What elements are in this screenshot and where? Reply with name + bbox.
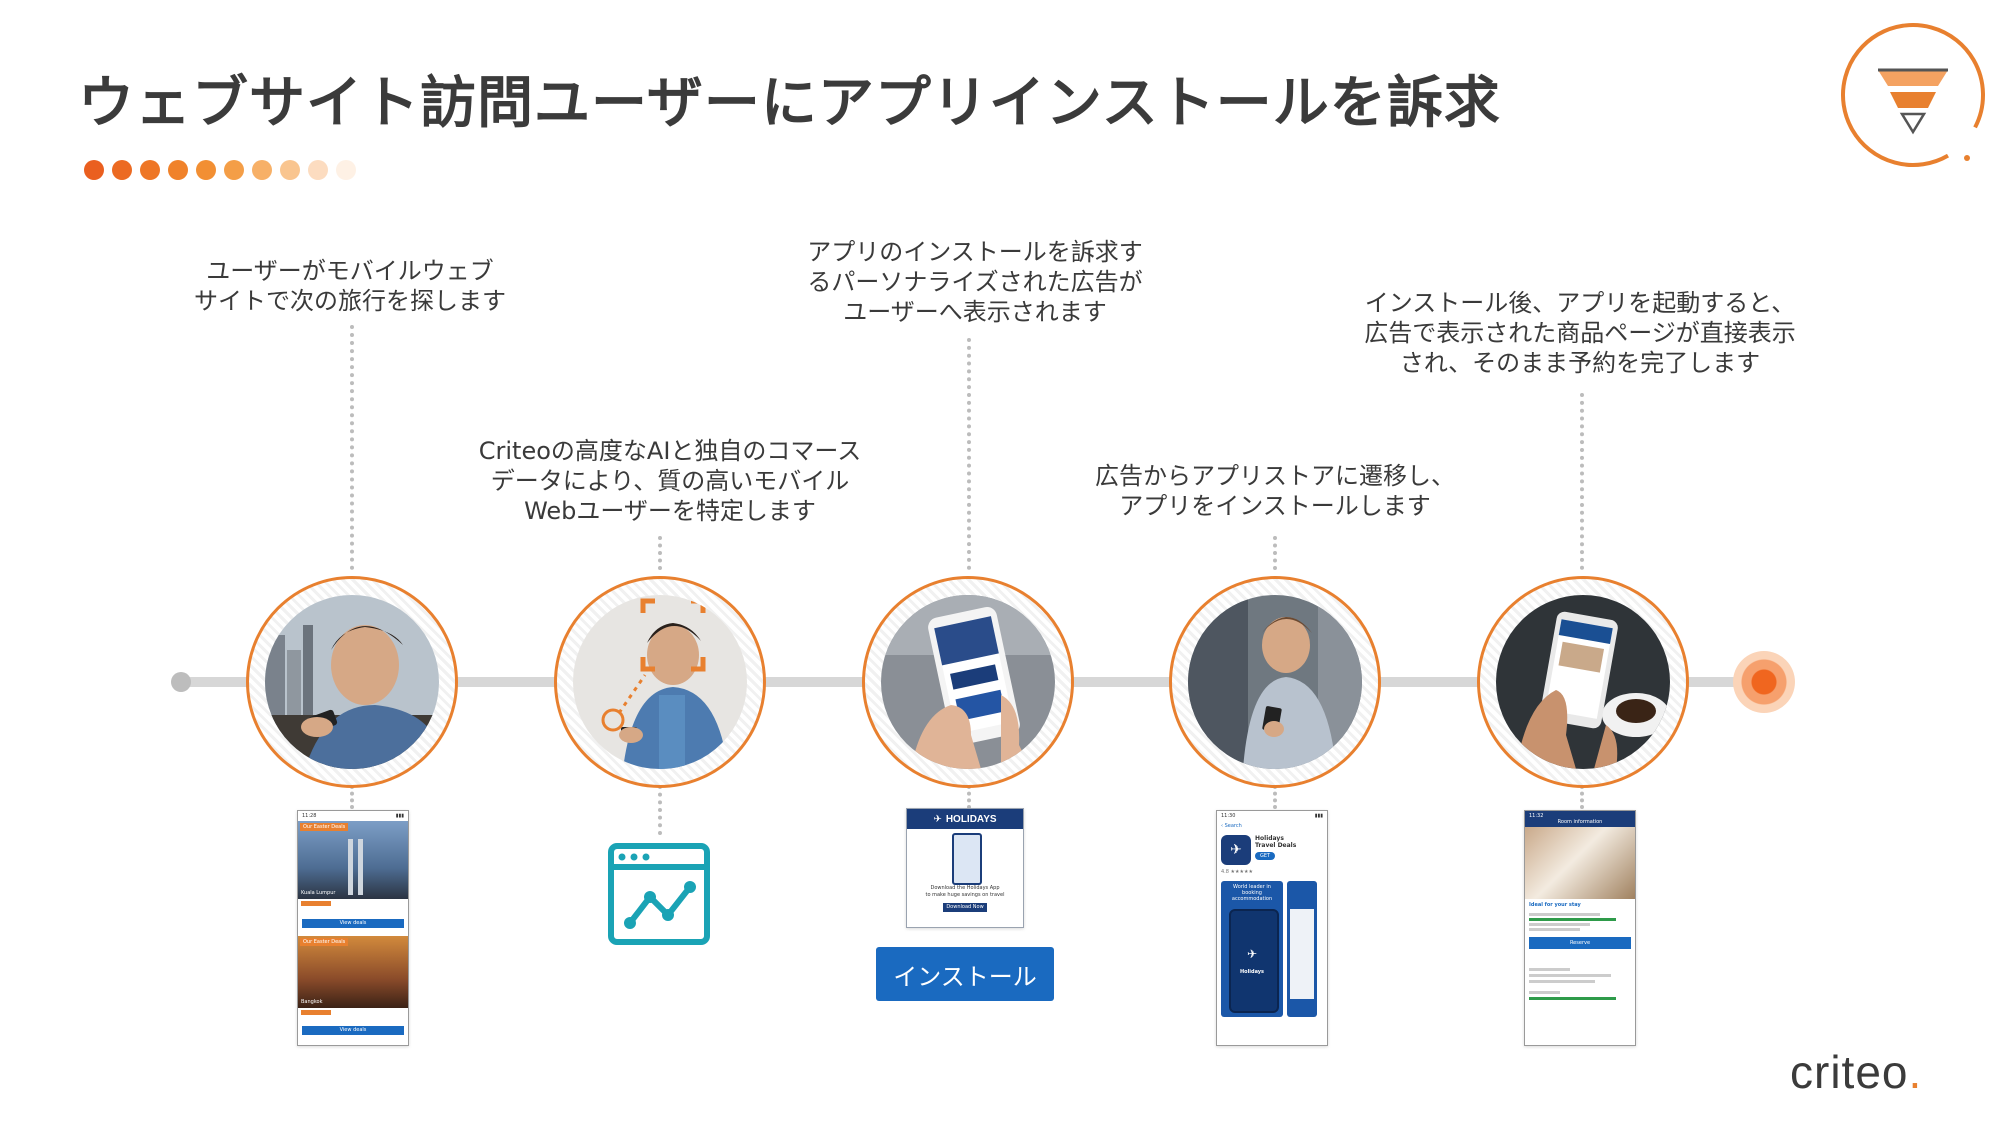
timeline-end-dot [1733, 651, 1795, 713]
preview-text: World leader in booking accommodation [1231, 884, 1273, 902]
caption-line: るパーソナライズされた広告が [807, 268, 1143, 296]
step-4-caption: 広告からアプリストアに遷移し、 アプリをインストールします [1055, 461, 1495, 521]
app-preview-shot [1287, 881, 1317, 1017]
deal-banner: Our Easter Deals [300, 938, 349, 946]
caption-line: ユーザーへ表示されます [843, 298, 1107, 326]
ad-text-line: Download the Holidays App [930, 885, 1000, 891]
connector-line [1580, 393, 1584, 570]
view-deals-button[interactable]: View deals [302, 1026, 404, 1035]
slide-title: ウェブサイト訪問ユーザーにアプリインストールを訴求 [78, 71, 1501, 136]
kuala-lumpur-image: Our Easter Deals Kuala Lumpur [298, 821, 408, 899]
app-store-screenshot: 11:30 ▮▮▮ ‹ Search ✈ Holidays Travel Dea… [1216, 810, 1328, 1046]
connector-line [658, 785, 662, 835]
caption-line: インストール後、アプリを起動すると、 [1364, 289, 1796, 317]
connector-line [1580, 785, 1584, 809]
person-walking-with-phone-illustration [1188, 595, 1362, 769]
step-1-caption: ユーザーがモバイルウェブ サイトで次の旅行を探します [180, 256, 520, 316]
caption-line: 広告からアプリストアに遷移し、 [1095, 462, 1455, 490]
progress-dot [336, 160, 356, 180]
progress-dot [84, 160, 104, 180]
funnel-icon [1841, 23, 1985, 167]
step-3-photo [862, 576, 1074, 788]
step-5-photo [1477, 576, 1689, 788]
step-4-photo [1169, 576, 1381, 788]
progress-dots [84, 160, 356, 180]
plane-icon: ✈ [1246, 947, 1258, 961]
status-time: 11:30 [1221, 813, 1236, 819]
section-title: Ideal for your stay [1529, 902, 1581, 908]
back-link[interactable]: Search [1224, 823, 1242, 829]
caption-line: サイトで次の旅行を探します [194, 287, 506, 315]
criteo-logo: criteo. [1790, 1045, 1922, 1099]
progress-dot [308, 160, 328, 180]
step-3-caption: アプリのインストールを訴求す るパーソナライズされた広告が ユーザーへ表示されま… [775, 237, 1175, 327]
hand-holding-phone-illustration [881, 595, 1055, 769]
city-label: Kuala Lumpur [301, 890, 336, 896]
connector-line [1273, 785, 1277, 809]
caption-line: ユーザーがモバイルウェブ [206, 257, 494, 285]
caption-line: アプリをインストールします [1119, 492, 1431, 520]
caption-line: Criteoの高度なAIと独自のコマース [478, 437, 862, 465]
caption-line: され、そのまま予約を完了します [1399, 349, 1761, 377]
caption-line: 広告で表示された商品ページが直接表示 [1364, 319, 1796, 347]
progress-dot [112, 160, 132, 180]
ad-text-line: to make huge savings on travel [925, 892, 1005, 898]
person-using-phone-illustration [265, 595, 439, 769]
view-deals-button[interactable]: View deals [302, 919, 404, 928]
progress-dot [280, 160, 300, 180]
bangkok-image: Our Easter Deals Bangkok [298, 936, 408, 1008]
connector-line [658, 536, 662, 570]
download-now-button[interactable]: Download Now [943, 903, 987, 912]
person-targeted-illustration [573, 595, 747, 769]
install-button[interactable]: インストール [876, 947, 1054, 1001]
progress-dot [140, 160, 160, 180]
progress-dot [168, 160, 188, 180]
progress-dot [252, 160, 272, 180]
connector-line [1273, 536, 1277, 570]
step-2-caption: Criteoの高度なAIと独自のコマース データにより、質の高いモバイル Web… [450, 436, 890, 526]
connector-line [967, 785, 971, 809]
connector-line [967, 338, 971, 570]
progress-dot [196, 160, 216, 180]
analytics-chart-icon [608, 843, 710, 945]
deal-banner: Our Easter Deals [300, 823, 349, 831]
app-subtitle: Travel Deals [1255, 842, 1297, 849]
app-name: Holidays [1255, 835, 1284, 842]
criteo-wordmark: criteo [1790, 1046, 1909, 1098]
step-1-photo [246, 576, 458, 788]
step-2-photo [554, 576, 766, 788]
timeline-start-dot [171, 672, 191, 692]
signal-icon: ▮▮▮ [395, 813, 404, 819]
rating-value: 4.8 [1221, 869, 1229, 875]
reserve-button[interactable]: Reserve [1529, 937, 1631, 949]
plane-icon: ✈ [933, 813, 942, 825]
phone-mockup [952, 833, 982, 885]
progress-dot [224, 160, 244, 180]
caption-line: アプリのインストールを訴求す [807, 238, 1143, 266]
room-photo [1525, 827, 1635, 899]
status-time: 11:32 [1529, 813, 1544, 819]
status-time: 11:28 [302, 813, 317, 819]
caption-line: Webユーザーを特定します [524, 497, 816, 525]
get-button[interactable]: GET [1255, 852, 1275, 860]
signal-icon: ▮▮▮ [1314, 813, 1323, 819]
phone-over-coffee-illustration [1496, 595, 1670, 769]
city-label: Bangkok [301, 999, 323, 1005]
app-preview-shot: World leader in booking accommodation Ho… [1221, 881, 1283, 1017]
step-5-caption: インストール後、アプリを起動すると、 広告で表示された商品ページが直接表示 され… [1335, 288, 1825, 378]
app-icon: ✈ [1221, 835, 1251, 865]
app-product-screenshot: 11:32 Room information Ideal for your st… [1524, 810, 1636, 1046]
ad-banner: ✈ HOLIDAYS Download the Holidays App to … [906, 808, 1024, 928]
connector-line [350, 785, 354, 809]
ad-brand: HOLIDAYS [945, 813, 997, 825]
room-header: Room information [1557, 819, 1603, 825]
connector-line [350, 325, 354, 570]
criteo-logo-dot: . [1908, 1046, 1923, 1098]
preview-brand: Holidays [1239, 969, 1265, 975]
caption-line: データにより、質の高いモバイル [490, 467, 850, 495]
mobile-web-screenshot: 11:28 ▮▮▮ Our Easter Deals Kuala Lumpur … [297, 810, 409, 1046]
